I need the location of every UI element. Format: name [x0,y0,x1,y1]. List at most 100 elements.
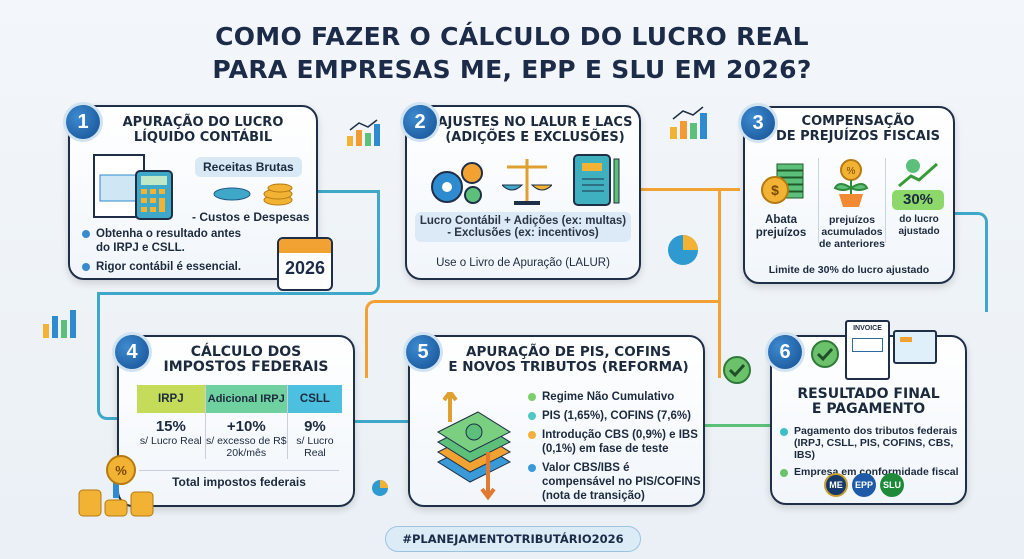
step-2-title: AJUSTES NO LALUR E LACS(ADIÇÕES E EXCLUS… [431,115,639,145]
tax-rate: +10% [226,418,266,435]
badge-epp: EPP [852,473,876,497]
title-line: DE PREJUÍZOS FISCAIS [775,129,941,144]
tax-desc: s/ Lucro Real [139,435,202,447]
coins-icon [213,183,293,206]
bullet-dot [82,263,90,271]
bullet-item: Rigor contábil é essencial. [82,260,252,274]
svg-text:%: % [115,463,127,478]
tax-rate: 9% [304,418,326,435]
tax-column-adicional: Adicional IRPJ+10%s/ excesso de R$ 20k/m… [204,385,287,459]
monitor-icon [893,330,937,364]
pie-chart-icon [668,235,698,265]
bullet-text: Introdução CBS (0,9%) e IBS (0,1%) em fa… [542,429,698,455]
bullet-text: PIS (1,65%), COFINS (7,6%) [542,410,691,422]
bullet-dot [780,428,788,436]
title-line-2: PARA EMPRESAS ME, EPP E SLU EM 2026? [212,55,812,84]
page-title: COMO FAZER O CÁLCULO DO LUCRO REAL PARA … [0,20,1024,86]
column-header: IRPJ [137,385,205,413]
bullet-item: PIS (1,65%), COFINS (7,6%) [528,409,703,423]
title-line: APURAÇÃO DO LUCRO [122,115,284,130]
title-line: (ADIÇÕES E EXCLUSÕES) [445,130,625,145]
ledger-book-icon [573,154,620,206]
title-line: AJUSTES NO LALUR E LACS [437,115,633,130]
formula-line: Lucro Contábil + Adições (ex: multas) [419,215,627,227]
title-line: E PAGAMENTO [811,401,926,417]
pie-chart-icon [372,480,388,496]
tax-column-csll: CSLL 9%s/ Lucro Real [286,385,343,459]
coins-percent-icon: % [78,455,154,517]
calendar-icon: 2026 [277,237,333,291]
bullet-dot [528,412,536,420]
plant-growth-icon: % [833,159,869,207]
title-line: COMPENSAÇÃO [801,114,915,129]
connector-3-5 [365,188,721,378]
formula-box: Lucro Contábil + Adições (ex: multas) - … [415,212,631,242]
step-number-badge: 6 [768,335,802,369]
tax-desc: s/ Lucro Real [296,435,334,459]
tax-column-irpj: IRPJ 15%s/ Lucro Real [137,385,205,459]
bullet-item: Valor CBS/IBS é compensável no PIS/COFIN… [528,461,703,503]
bullet-text: Valor CBS/IBS é compensável no PIS/COFIN… [542,462,701,502]
bullet-item: Introdução CBS (0,9%) e IBS (0,1%) em fa… [528,428,703,456]
hashtag-footer: #PLANEJAMENTOTRIBUTÁRIO2026 [385,526,641,552]
col-1-text: Abata prejuízos [755,214,807,239]
tax-rate: 15% [155,418,186,435]
title-line: CÁLCULO DOS [190,344,302,360]
revenue-label: Receitas Brutas [195,157,302,177]
step-number-badge: 4 [115,335,149,369]
bullet-dot [528,464,536,472]
title-line: LÍQUIDO CONTÁBIL [133,130,273,145]
calendar-year: 2026 [284,258,326,278]
title-line: E NOVOS TRIBUTOS (REFORMA) [448,359,689,375]
scale-balance-icon [502,159,552,205]
svg-text:%: % [847,166,856,177]
checkmark-icon [723,356,751,384]
checkmark-icon [811,340,839,368]
connector-to-4 [365,300,721,378]
calculator-spreadsheet-icon [93,154,173,220]
bullet-dot [82,230,90,238]
invoice-label: INVOICE [853,325,882,332]
bullet-item: Pagamento dos tributos federais (IRPJ, C… [780,425,965,461]
bullet-text: Obtenha o resultado antes do IRPJ e CSLL… [96,228,242,254]
bullet-text: Regime Não Cumulativo [542,391,675,403]
connector-2-3 [640,188,740,191]
connector-1-4 [97,190,380,295]
total-label: Total impostos federais [139,470,339,489]
connector-1-2 [318,190,380,295]
title-line: APURAÇÃO DE PIS, COFINS [466,344,671,360]
gears-icon [431,162,483,204]
limit-note: Limite de 30% do lucro ajustado [768,264,930,276]
column-header: CSLL [287,385,343,413]
lalur-note: Use o Livro de Apuração (LALUR) [436,257,610,269]
invoice-icon: INVOICE [845,320,890,380]
step-number-badge: 5 [406,335,440,369]
bullet-text: Rigor contábil é essencial. [96,261,242,273]
bullet-dot [780,469,788,477]
bar-chart-icon [347,119,380,146]
step-number-badge: 1 [66,105,100,139]
step-number-badge: 2 [403,105,437,139]
badge-me: ME [824,473,848,497]
title-line: IMPOSTOS FEDERAIS [163,359,329,375]
costs-label: - Custos e Despesas [192,210,310,224]
bar-chart-icon [43,310,76,338]
connector-4-5 [355,420,408,423]
title-line: RESULTADO FINAL [797,386,940,402]
title-line-1: COMO FAZER O CÁLCULO DO LUCRO REAL [215,22,809,51]
step-2-card: 2 AJUSTES NO LALUR E LACS(ADIÇÕES E EXCL… [403,105,641,280]
money-stack-icon: $ [761,163,804,204]
growth-arrow-icon [898,159,938,188]
connector-down-4 [97,295,117,420]
thirty-percent-badge: 30% [892,190,944,210]
bullet-dot [528,431,536,439]
